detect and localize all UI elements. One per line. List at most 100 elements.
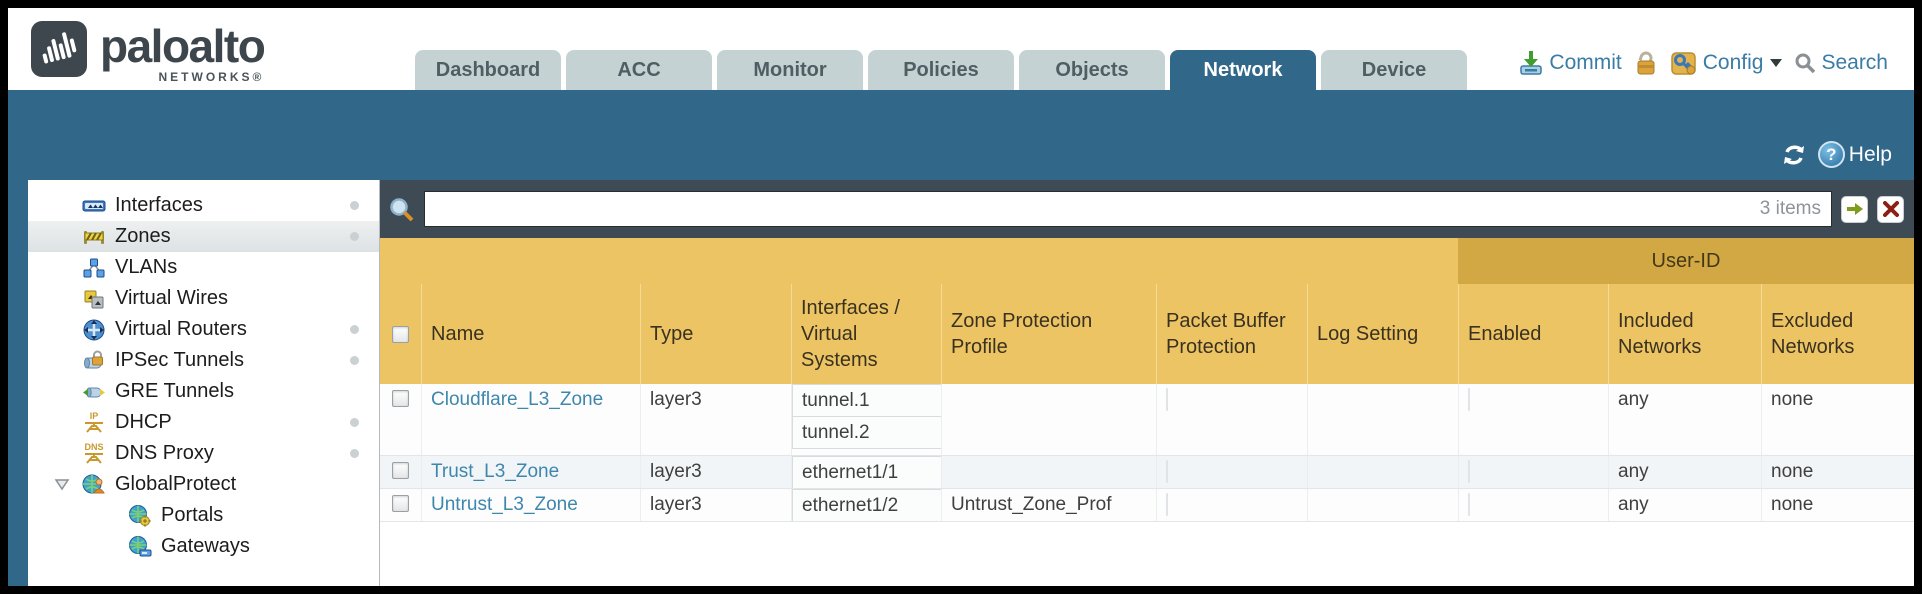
sidebar-item-label: VLANs xyxy=(115,256,178,278)
userid-enabled-checkbox xyxy=(1468,493,1470,516)
sidebar-item-virtual-routers[interactable]: Virtual Routers xyxy=(28,314,379,345)
help-button[interactable]: ? Help xyxy=(1817,141,1892,168)
row-checkbox[interactable] xyxy=(392,495,409,512)
select-all-checkbox[interactable] xyxy=(392,325,409,343)
search-label: Search xyxy=(1821,51,1888,74)
sidebar-item-label: DNS Proxy xyxy=(115,442,214,464)
table-empty-area xyxy=(380,522,1914,586)
column-header-interfaces[interactable]: Interfaces / Virtual Systems xyxy=(791,284,941,384)
column-header-included-networks[interactable]: Included Networks xyxy=(1608,284,1761,384)
tab-monitor[interactable]: Monitor xyxy=(717,50,863,90)
config-label: Config xyxy=(1702,51,1764,74)
portals-icon xyxy=(129,504,151,526)
sidebar-item-gre-tunnels[interactable]: GRE Tunnels xyxy=(28,376,379,407)
brand-logo: paloalto NETWORKS® xyxy=(30,20,266,84)
top-bar: paloalto NETWORKS® Dashboard ACC Monitor… xyxy=(8,8,1914,90)
sidebar-item-zones[interactable]: Zones xyxy=(28,221,379,252)
dns-proxy-icon: DNS xyxy=(82,442,106,466)
clear-filter-button[interactable] xyxy=(1877,195,1904,223)
commit-button[interactable]: Commit xyxy=(1518,50,1622,76)
sidebar-item-label: Zones xyxy=(115,225,171,247)
zone-protection-cell: Untrust_Zone_Prof xyxy=(941,489,1156,521)
chevron-down-icon xyxy=(1770,59,1783,67)
sidebar-item-virtual-wires[interactable]: Virtual Wires xyxy=(28,283,379,314)
left-gutter xyxy=(8,180,28,586)
gateways-icon xyxy=(129,535,152,556)
config-menu[interactable]: Config xyxy=(1670,50,1783,76)
excluded-networks-cell: none xyxy=(1761,384,1914,455)
packet-buffer-checkbox xyxy=(1166,493,1168,516)
sidebar-item-label: Portals xyxy=(161,504,224,526)
commit-label: Commit xyxy=(1549,51,1622,74)
page-body: Interfaces Zones xyxy=(8,180,1914,586)
filter-bar: 3 items xyxy=(380,180,1914,238)
userid-enabled-cell xyxy=(1458,456,1608,488)
sidebar-item-portals[interactable]: Portals xyxy=(28,500,379,531)
row-checkbox[interactable] xyxy=(392,462,409,479)
zone-type-cell: layer3 xyxy=(640,384,791,455)
column-header-log-setting[interactable]: Log Setting xyxy=(1307,284,1458,384)
brand-sub: NETWORKS® xyxy=(158,70,265,84)
brand-name: paloalto xyxy=(100,20,266,72)
zone-name-cell: Cloudflare_L3_Zone xyxy=(421,384,640,455)
column-header-name[interactable]: Name xyxy=(421,284,640,384)
main-nav-tabs: Dashboard ACC Monitor Policies Objects N… xyxy=(415,50,1472,90)
sidebar-item-globalprotect[interactable]: GlobalProtect xyxy=(28,469,379,500)
item-indicator-dot xyxy=(350,232,359,241)
tab-dashboard[interactable]: Dashboard xyxy=(415,50,561,90)
zones-content: 3 items User-ID xyxy=(380,180,1914,586)
lock-icon[interactable] xyxy=(1634,50,1658,76)
packet-buffer-cell xyxy=(1156,456,1307,488)
globalprotect-icon xyxy=(82,474,105,493)
column-header-type[interactable]: Type xyxy=(640,284,791,384)
column-header-packet-buffer-protection[interactable]: Packet Buffer Protection xyxy=(1156,284,1307,384)
excluded-networks-cell: none xyxy=(1761,489,1914,521)
tab-policies[interactable]: Policies xyxy=(868,50,1014,90)
refresh-icon[interactable] xyxy=(1780,142,1808,168)
sidebar-item-label: DHCP xyxy=(115,411,172,433)
zone-type-cell: layer3 xyxy=(640,456,791,488)
sidebar-item-gateways[interactable]: Gateways xyxy=(28,531,379,562)
zone-name-link[interactable]: Trust_L3_Zone xyxy=(431,461,560,482)
utility-bar: Commit Config xyxy=(1518,50,1888,76)
interface-entry: ethernet1/2 xyxy=(792,489,941,521)
user-id-group-header: User-ID xyxy=(1458,238,1914,284)
sidebar-item-vlans[interactable]: VLANs xyxy=(28,252,379,283)
userid-enabled-checkbox xyxy=(1468,388,1470,411)
column-header-enabled[interactable]: Enabled xyxy=(1458,284,1608,384)
sidebar-item-interfaces[interactable]: Interfaces xyxy=(28,190,379,221)
help-icon: ? xyxy=(1817,141,1845,168)
interface-entry: ethernet1/1 xyxy=(792,456,941,488)
vlans-icon xyxy=(83,258,105,277)
tab-acc[interactable]: ACC xyxy=(566,50,712,90)
tab-device[interactable]: Device xyxy=(1321,50,1467,90)
interfaces-icon xyxy=(82,200,106,211)
filter-input[interactable] xyxy=(425,192,1831,226)
zone-name-link[interactable]: Untrust_L3_Zone xyxy=(431,494,578,515)
column-header-zone-protection-profile[interactable]: Zone Protection Profile xyxy=(941,284,1156,384)
row-select-cell xyxy=(380,456,421,488)
item-indicator-dot xyxy=(350,201,359,210)
ipsec-tunnels-icon xyxy=(84,350,103,368)
sidebar-item-dhcp[interactable]: IP DHCP xyxy=(28,407,379,438)
column-header-excluded-networks[interactable]: Excluded Networks xyxy=(1761,284,1914,384)
included-networks-cell: any xyxy=(1608,489,1761,521)
tab-objects[interactable]: Objects xyxy=(1019,50,1165,90)
sidebar-item-label: GlobalProtect xyxy=(115,473,237,495)
tab-network[interactable]: Network xyxy=(1170,50,1316,90)
help-label: Help xyxy=(1848,142,1892,166)
row-checkbox[interactable] xyxy=(392,390,409,407)
packet-buffer-cell xyxy=(1156,489,1307,521)
green-arrow-icon xyxy=(1846,203,1863,215)
collapse-triangle-icon[interactable] xyxy=(54,477,70,493)
global-search-button[interactable]: Search xyxy=(1794,51,1888,75)
zone-name-link[interactable]: Cloudflare_L3_Zone xyxy=(431,389,604,410)
userid-enabled-cell xyxy=(1458,384,1608,455)
sidebar-item-label: IPSec Tunnels xyxy=(115,349,244,371)
included-networks-cell: any xyxy=(1608,384,1761,455)
log-setting-cell xyxy=(1307,456,1458,488)
apply-filter-button[interactable] xyxy=(1841,195,1868,223)
sidebar-item-ipsec-tunnels[interactable]: IPSec Tunnels xyxy=(28,345,379,376)
sidebar-item-dns-proxy[interactable]: DNS DNS Proxy xyxy=(28,438,379,469)
